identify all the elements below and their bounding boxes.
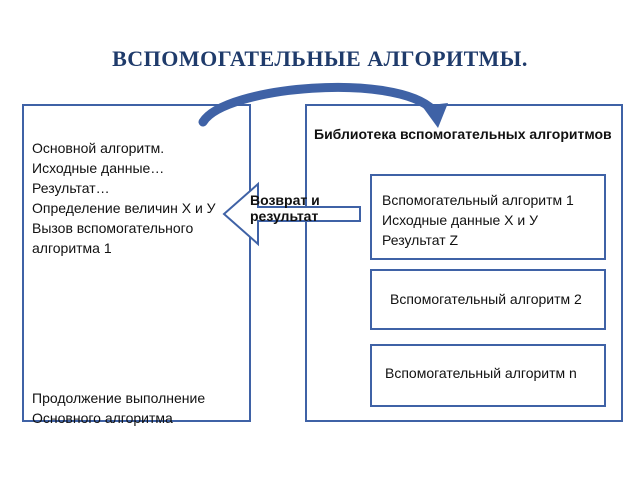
helper-line: Исходные данные X и У — [382, 212, 539, 228]
helper-algorithm-2-text: Вспомогательный алгоритм 2 — [390, 291, 582, 307]
helper-algorithm-2-box — [370, 269, 606, 330]
main-footer-line: Продолжение выполнение — [32, 390, 206, 406]
main-line: Результат… — [32, 180, 110, 196]
helper-algorithm-1-text: Вспомогательный алгоритм 1 Исходные данн… — [382, 190, 602, 250]
helper-line: Вспомогательный алгоритм 1 — [382, 192, 574, 208]
main-line: Вызов вспомогательного алгоритма 1 — [32, 220, 194, 256]
helper-algorithm-n-box — [370, 344, 606, 407]
main-algorithm-continuation: Продолжение выполнение Основного алгорит… — [32, 388, 248, 428]
main-line: Определение величин X и У — [32, 200, 216, 216]
curved-call-arrow — [198, 82, 438, 127]
main-algorithm-box — [22, 104, 251, 422]
page-title: ВСПОМОГАТЕЛЬНЫЕ АЛГОРИТМЫ. — [112, 46, 528, 71]
return-result-label: Возврат и результат — [250, 192, 320, 224]
helper-algorithm-n-text: Вспомогательный алгоритм n — [385, 365, 577, 381]
library-title: Библиотека вспомогательных алгоритмов — [314, 126, 612, 142]
main-footer-line: Основного алгоритма — [32, 410, 173, 426]
return-arrow-icon — [222, 181, 361, 247]
helper-algorithm-1-box — [370, 174, 606, 260]
curved-arrow-head-icon — [422, 103, 448, 128]
helper-line: Результат Z — [382, 232, 459, 248]
main-line: Исходные данные… — [32, 160, 165, 176]
main-algorithm-text: Основной алгоритм. Исходные данные… Резу… — [32, 138, 248, 258]
main-line: Основной алгоритм. — [32, 140, 165, 156]
